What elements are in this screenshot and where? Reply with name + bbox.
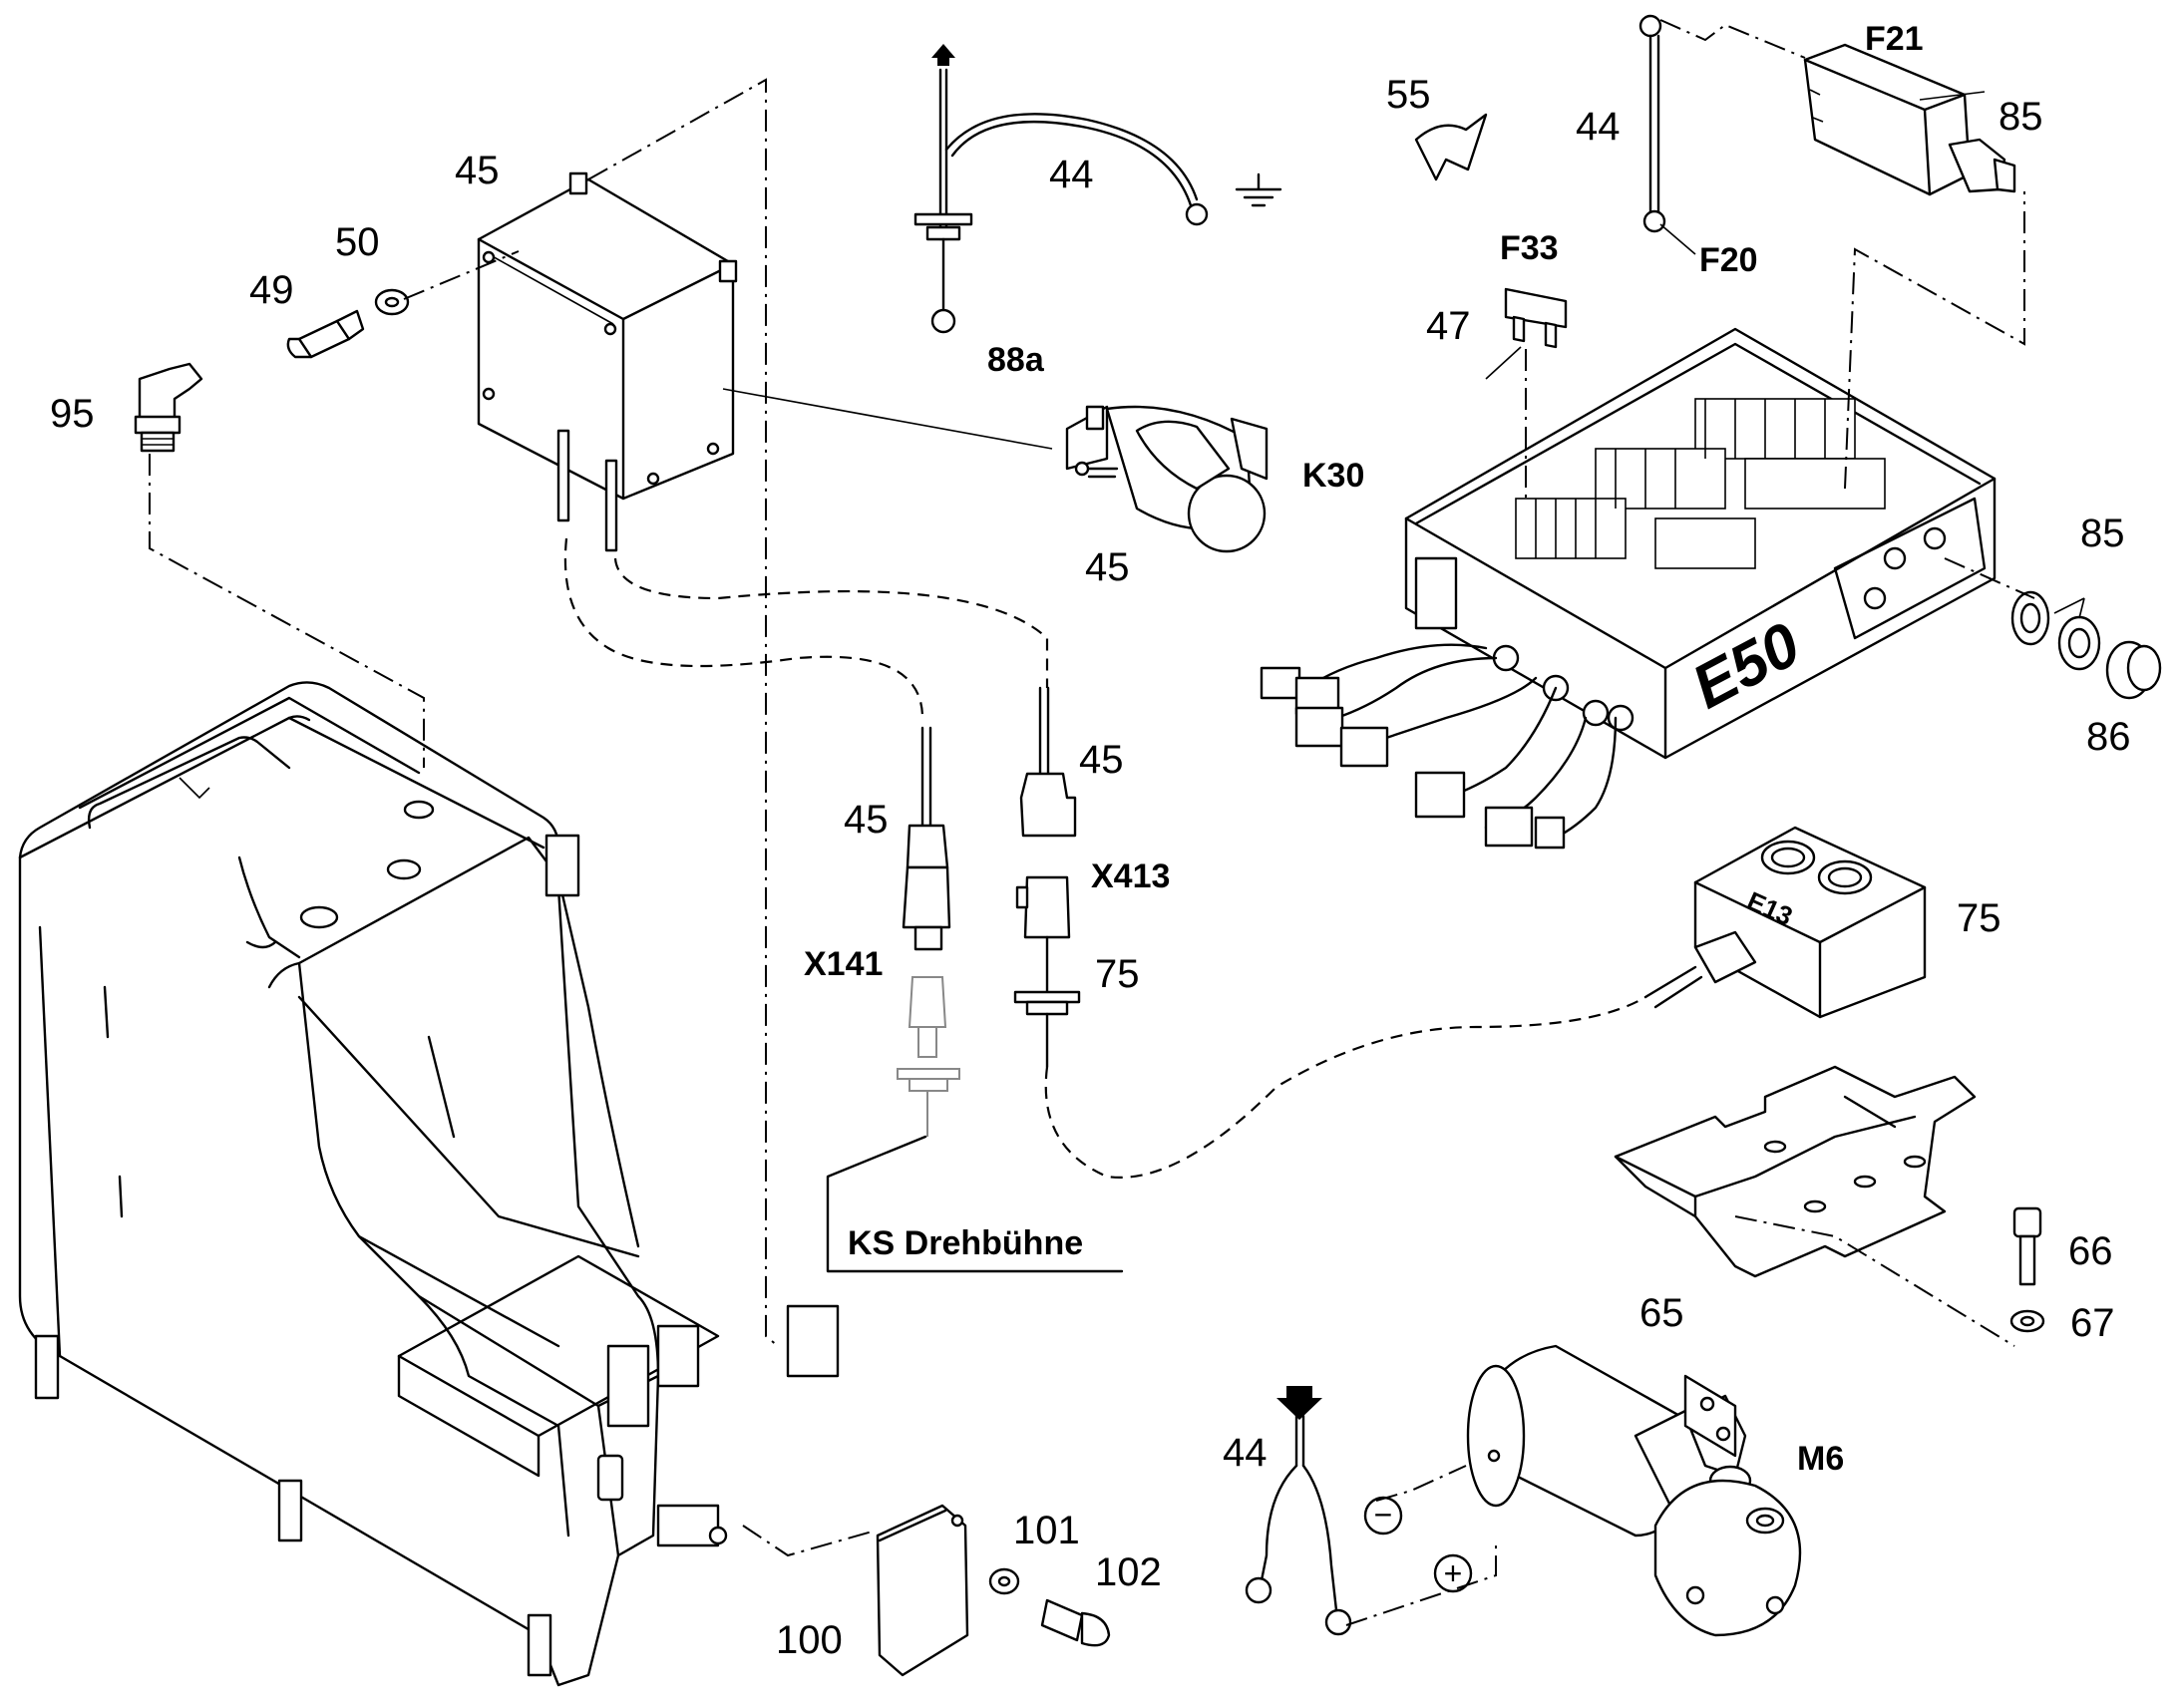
lock-nut-85b xyxy=(2057,615,2101,671)
part-labels: 45 50 49 95 44 88a 45 K30 45 55 44 F21 8… xyxy=(50,20,2131,1662)
label-50: 50 xyxy=(335,220,380,264)
label-55: 55 xyxy=(1386,73,1431,117)
label-88a: 88a xyxy=(987,341,1045,379)
label-x141: X141 xyxy=(804,945,883,983)
lock-nut-85 xyxy=(2010,590,2050,646)
label-75-conn: 75 xyxy=(1095,952,1140,996)
label-49: 49 xyxy=(249,268,294,312)
relay-k30 xyxy=(1065,405,1269,553)
label-101: 101 xyxy=(1013,1509,1080,1552)
connector-x413 xyxy=(1013,686,1081,1069)
electronics-box-e50 xyxy=(1260,327,1997,850)
bolt-49 xyxy=(286,309,365,359)
label-45-relay: 45 xyxy=(1085,545,1130,589)
cover-plate-100 xyxy=(876,1504,969,1677)
label-44-top: 44 xyxy=(1049,153,1094,196)
label-102: 102 xyxy=(1095,1550,1162,1594)
plus-sign: + xyxy=(1444,1555,1463,1591)
label-f21: F21 xyxy=(1865,20,1924,58)
plus-marker xyxy=(1433,1553,1473,1593)
screw-102 xyxy=(1040,1598,1111,1647)
elbow-fitting-95 xyxy=(134,362,203,453)
label-44-fuse: 44 xyxy=(1576,105,1621,149)
clip-55 xyxy=(1414,113,1488,181)
washer-101 xyxy=(988,1567,1020,1595)
minus-sign: − xyxy=(1374,1497,1393,1533)
label-ks-drehbuehne: KS Drehbühne xyxy=(848,1224,1083,1262)
label-47: 47 xyxy=(1426,304,1471,348)
label-85-top: 85 xyxy=(1998,95,2043,139)
label-66: 66 xyxy=(2068,1229,2113,1273)
assembly-lines xyxy=(149,19,2085,1626)
label-m6: M6 xyxy=(1797,1440,1844,1478)
y-cable-44 xyxy=(1245,1386,1352,1636)
cabinet-housing xyxy=(18,681,840,1687)
control-box-e13 xyxy=(1643,826,1927,1019)
circuit-breaker-f21 xyxy=(1803,43,2016,196)
label-x413: X413 xyxy=(1091,857,1170,895)
connector-x141 xyxy=(897,726,960,1137)
fuse-47 xyxy=(1504,287,1568,349)
label-75-e13: 75 xyxy=(1957,896,2001,940)
label-85-right: 85 xyxy=(2080,512,2125,555)
label-k30-text: K30 xyxy=(1302,457,1364,495)
label-45-x141: 45 xyxy=(844,798,889,842)
label-95: 95 xyxy=(50,392,95,436)
label-f20: F20 xyxy=(1699,241,1758,279)
label-65: 65 xyxy=(1639,1291,1684,1335)
label-44-bottom: 44 xyxy=(1223,1431,1268,1475)
label-67: 67 xyxy=(2070,1301,2115,1345)
washer-67 xyxy=(2009,1309,2045,1333)
plug-86 xyxy=(2105,640,2162,700)
label-45-box: 45 xyxy=(455,149,500,192)
screw-66 xyxy=(2012,1206,2042,1286)
junction-box-45 xyxy=(477,171,738,552)
washer-50 xyxy=(374,288,410,316)
label-f33: F33 xyxy=(1500,229,1559,267)
bracket-65 xyxy=(1614,1065,1977,1278)
label-100: 100 xyxy=(776,1618,843,1662)
label-45-x413: 45 xyxy=(1079,738,1124,782)
motor-m6 xyxy=(1466,1344,1802,1637)
label-86: 86 xyxy=(2086,715,2131,759)
fuse-cable-44 xyxy=(1638,14,1666,233)
ground-cable-44 xyxy=(913,44,1282,334)
